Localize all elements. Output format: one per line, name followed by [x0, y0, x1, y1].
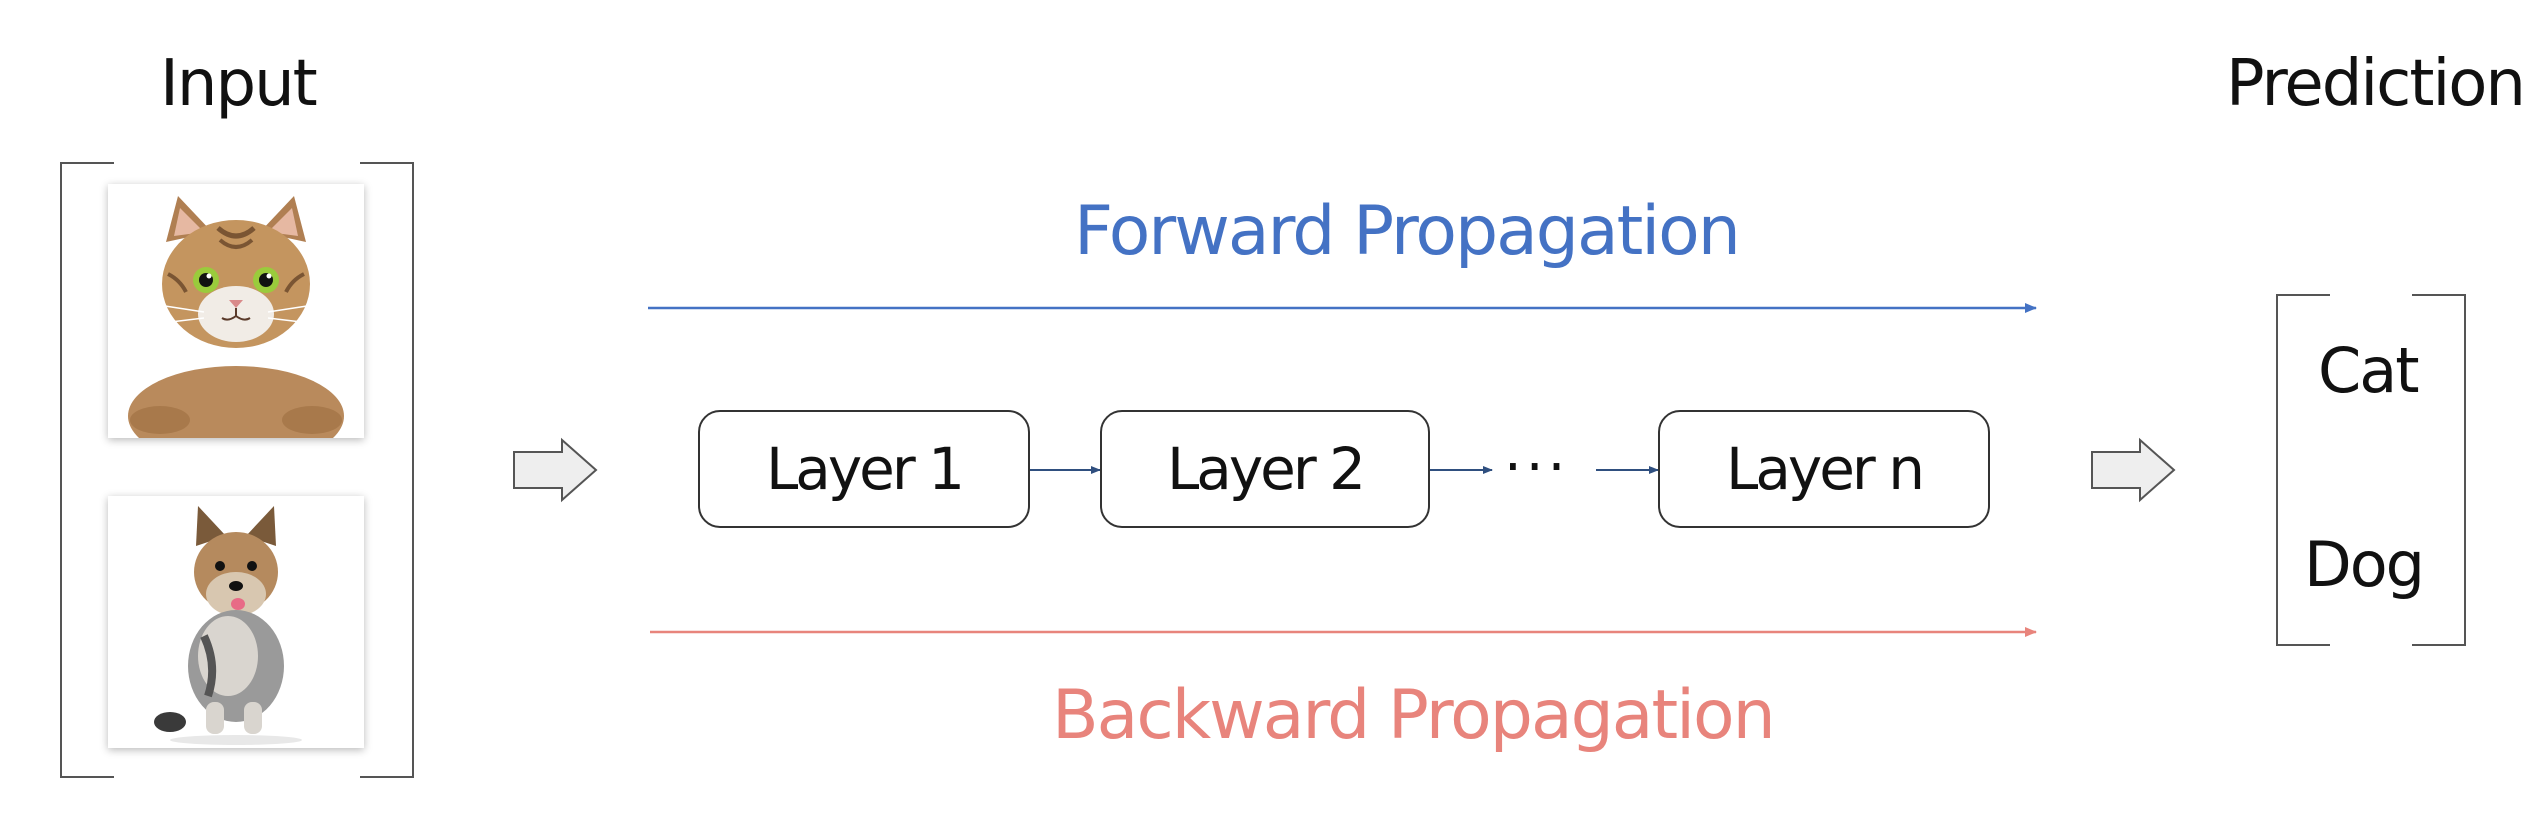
prediction-right-bracket: [2412, 294, 2466, 646]
prediction-left-bracket: [2276, 294, 2330, 646]
layers-to-prediction-block-arrow: [2091, 437, 2176, 503]
ellipsis: ···: [1504, 435, 1570, 500]
prediction-cat: Cat: [2318, 334, 2420, 407]
input-left-bracket: [60, 162, 114, 778]
input-to-layers-block-arrow: [513, 437, 598, 503]
input-heading: Input: [160, 47, 318, 121]
layer-2-box: Layer 2: [1100, 410, 1430, 528]
dog-image: [108, 496, 364, 748]
prediction-dog: Dog: [2304, 528, 2425, 601]
dog-illustration: [154, 506, 302, 745]
input-right-bracket: [360, 162, 414, 778]
layer-n-label: Layer n: [1726, 435, 1925, 503]
layer-2-label: Layer 2: [1166, 435, 1366, 503]
cat-illustration: [128, 196, 344, 438]
backward-propagation-label: Backward Propagation: [1052, 676, 1776, 755]
layer-1-box: Layer 1: [698, 410, 1030, 528]
forward-propagation-label: Forward Propagation: [1074, 192, 1741, 271]
layer-n-box: Layer n: [1658, 410, 1990, 528]
prediction-heading: Prediction: [2226, 47, 2522, 121]
layer-1-label: Layer 1: [765, 435, 965, 503]
cat-image: [108, 184, 364, 438]
